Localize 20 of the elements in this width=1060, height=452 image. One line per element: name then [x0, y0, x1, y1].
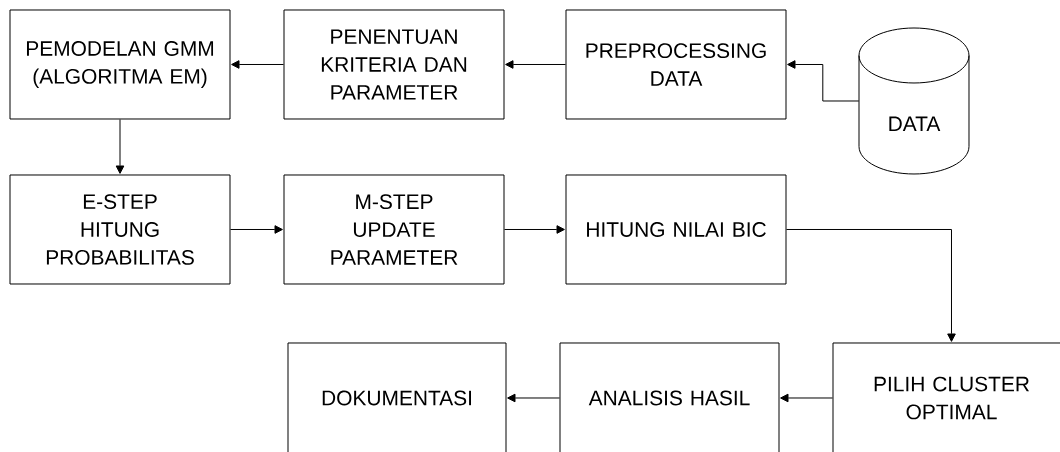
database-cylinder: DATA: [858, 27, 970, 175]
arrow: [115, 119, 125, 174]
process-box: ANALISIS HASIL: [559, 342, 780, 452]
arrow: [787, 60, 860, 102]
node-label: DATA: [889, 116, 941, 131]
process-box: PEMODELAN GMM (ALGORITMA EM): [9, 9, 231, 120]
arrow: [780, 393, 833, 403]
process-box: PILIH CLUSTER OPTIMAL: [832, 342, 1060, 452]
arrow: [505, 60, 566, 69]
arrow: [504, 225, 565, 234]
process-box: E-STEP HITUNG PROBABILITAS: [9, 174, 231, 285]
arrow: [786, 229, 956, 342]
process-box: DOKUMENTASI: [287, 342, 507, 452]
process-box: M-STEP UPDATE PARAMETER: [283, 174, 505, 285]
arrow: [231, 60, 284, 69]
arrow: [230, 225, 283, 234]
process-box: PREPROCESSING DATA: [565, 9, 787, 120]
process-box: PENENTUAN KRITERIA DAN PARAMETER: [283, 9, 505, 120]
process-box: HITUNG NILAI BIC: [565, 174, 787, 285]
arrow: [507, 393, 560, 403]
